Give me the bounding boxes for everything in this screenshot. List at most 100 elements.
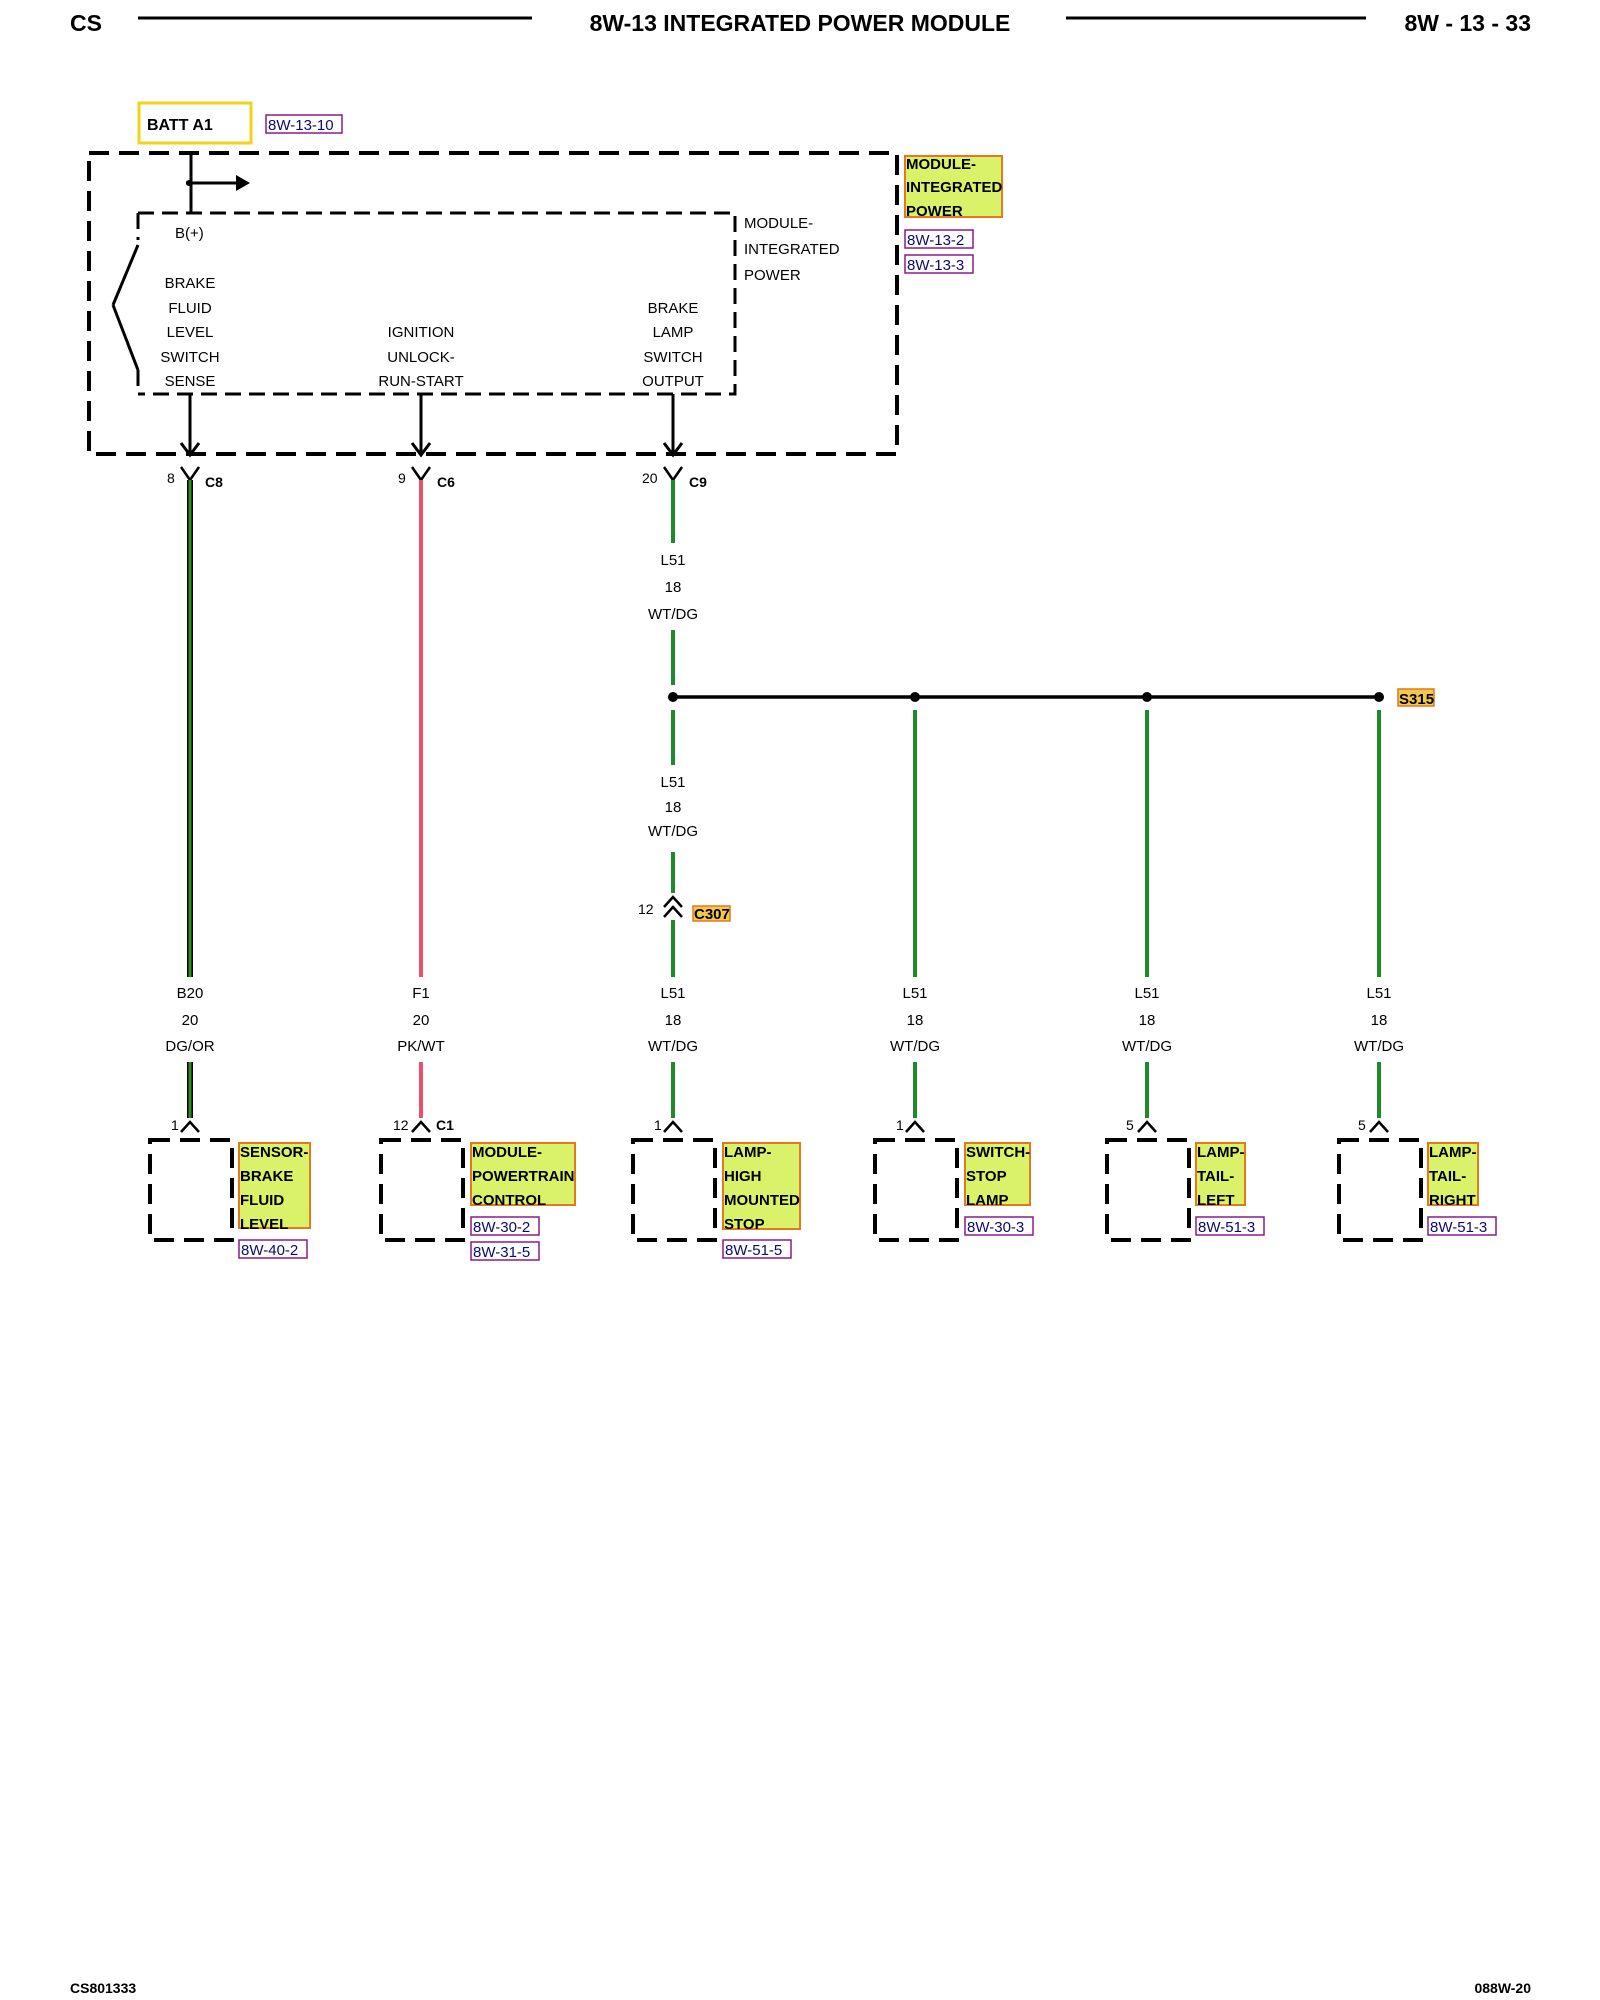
page-number: 8W - 13 - 33	[1404, 10, 1531, 36]
module-ref-1[interactable]: 8W-13-2	[907, 232, 964, 249]
bottom-wire-label-3: L51 18 WT/DG	[648, 985, 698, 1055]
module-inner-box	[138, 211, 737, 396]
module-outer-box	[87, 151, 899, 456]
module-integrated-power-tag[interactable]: MODULE- INTEGRATED POWER	[904, 155, 1003, 220]
svg-text:12: 12	[638, 901, 654, 917]
svg-text:MOUNTED: MOUNTED	[724, 1192, 800, 1209]
ref-8w-31-5[interactable]: 8W-31-5	[473, 1244, 530, 1261]
svg-text:F1: F1	[412, 985, 430, 1002]
component-switch-stop-lamp[interactable]: 1 SWITCH- STOP LAMP 8W-30-3	[873, 1117, 1034, 1242]
svg-text:18: 18	[907, 1012, 924, 1029]
splice-node-4	[1374, 692, 1384, 702]
header-left: CS	[70, 10, 102, 36]
svg-text:SWITCH-: SWITCH-	[966, 1144, 1030, 1161]
svg-text:8: 8	[167, 470, 175, 486]
bplus-arrow-head	[236, 175, 250, 191]
ref-8w-30-2[interactable]: 8W-30-2	[473, 1219, 530, 1236]
svg-text:L51: L51	[902, 985, 927, 1002]
svg-text:LEFT: LEFT	[1197, 1192, 1235, 1209]
page-title: 8W-13 INTEGRATED POWER MODULE	[590, 10, 1011, 36]
svg-text:SWITCH: SWITCH	[643, 349, 702, 366]
svg-text:IGNITION: IGNITION	[388, 324, 455, 341]
page-header: CS 8W-13 INTEGRATED POWER MODULE 8W - 13…	[70, 10, 1531, 36]
svg-text:MODULE-: MODULE-	[906, 156, 976, 173]
svg-text:WT/DG: WT/DG	[1122, 1038, 1172, 1055]
svg-text:POWER: POWER	[744, 267, 801, 284]
svg-text:1: 1	[896, 1117, 904, 1133]
circuit-brake-lamp-label: BRAKE LAMP SWITCH OUTPUT	[642, 300, 704, 390]
component-module-powertrain-control[interactable]: 12 C1 MODULE- POWERTRAIN CONTROL 8W-30-2…	[379, 1117, 576, 1261]
svg-text:C1: C1	[436, 1117, 454, 1133]
svg-text:MODULE-: MODULE-	[472, 1144, 542, 1161]
footer-right: 088W-20	[1474, 1980, 1531, 1996]
svg-text:9: 9	[398, 470, 406, 486]
ref-8w-40-2[interactable]: 8W-40-2	[241, 1242, 298, 1259]
bottom-wire-label-1: B20 20 DG/OR	[165, 985, 214, 1055]
component-lamp-high-mounted-stop[interactable]: 1 LAMP- HIGH MOUNTED STOP 8W-51-5	[631, 1117, 801, 1259]
svg-text:12: 12	[393, 1117, 409, 1133]
svg-text:1: 1	[654, 1117, 662, 1133]
bplus-node	[186, 180, 192, 186]
batt-a1-label: BATT A1	[147, 117, 213, 134]
splice-s315-tag[interactable]: S315	[1397, 688, 1435, 708]
connector-c6[interactable]: 9 C6	[398, 466, 455, 490]
svg-text:S315: S315	[1399, 691, 1434, 708]
splice-node-3	[1142, 692, 1152, 702]
connector-c8[interactable]: 8 C8	[167, 466, 223, 490]
svg-text:UNLOCK-: UNLOCK-	[387, 349, 455, 366]
svg-text:SENSOR-: SENSOR-	[240, 1144, 308, 1161]
batt-ref-box[interactable]	[265, 114, 343, 134]
ref-8w-51-3-right[interactable]: 8W-51-3	[1430, 1219, 1487, 1236]
svg-text:L51: L51	[660, 985, 685, 1002]
svg-text:HIGH: HIGH	[724, 1168, 762, 1185]
svg-text:5: 5	[1126, 1117, 1134, 1133]
svg-text:18: 18	[1371, 1012, 1388, 1029]
component-lamp-tail-left[interactable]: 5 LAMP- TAIL- LEFT 8W-51-3	[1105, 1117, 1265, 1242]
module-ref-box-1[interactable]	[904, 229, 974, 249]
svg-text:LEVEL: LEVEL	[167, 324, 214, 341]
component-sensor-brake-fluid-level[interactable]: 1 SENSOR- BRAKE FLUID LEVEL 8W-40-2	[148, 1117, 311, 1259]
svg-text:LAMP-: LAMP-	[1429, 1144, 1477, 1161]
bottom-wire-label-5: L51 18 WT/DG	[1122, 985, 1172, 1055]
svg-text:LAMP: LAMP	[653, 324, 694, 341]
svg-text:5: 5	[1358, 1117, 1366, 1133]
ref-8w-51-3-left[interactable]: 8W-51-3	[1198, 1219, 1255, 1236]
batt-a1-box[interactable]	[137, 101, 253, 145]
svg-text:LAMP-: LAMP-	[724, 1144, 772, 1161]
svg-text:SENSE: SENSE	[165, 373, 216, 390]
footer-left: CS801333	[70, 1980, 136, 1996]
svg-text:WT/DG: WT/DG	[1354, 1038, 1404, 1055]
svg-text:SWITCH: SWITCH	[160, 349, 219, 366]
svg-text:18: 18	[665, 799, 682, 816]
svg-text:WT/DG: WT/DG	[890, 1038, 940, 1055]
circuit-brake-fluid-label: BRAKE FLUID LEVEL SWITCH SENSE	[160, 275, 219, 390]
module-ref-box-2[interactable]	[904, 254, 974, 274]
svg-text:18: 18	[665, 579, 682, 596]
module-ref-2[interactable]: 8W-13-3	[907, 257, 964, 274]
svg-text:POWERTRAIN: POWERTRAIN	[472, 1168, 575, 1185]
connector-c307[interactable]: 12 C307	[638, 895, 731, 923]
circuit-ignition-label: IGNITION UNLOCK- RUN-START	[378, 324, 463, 390]
batt-ref[interactable]: 8W-13-10	[268, 117, 334, 134]
svg-text:C6: C6	[437, 474, 455, 490]
svg-text:C307: C307	[694, 906, 730, 923]
svg-text:18: 18	[1139, 1012, 1156, 1029]
svg-text:WT/DG: WT/DG	[648, 1038, 698, 1055]
splice-node-1	[668, 692, 678, 702]
svg-text:B20: B20	[177, 985, 204, 1002]
switch-icon	[111, 244, 140, 306]
svg-text:LEVEL: LEVEL	[240, 1216, 288, 1233]
svg-text:STOP: STOP	[724, 1216, 765, 1233]
svg-text:TAIL-: TAIL-	[1197, 1168, 1234, 1185]
component-lamp-tail-right[interactable]: 5 LAMP- TAIL- RIGHT 8W-51-3	[1337, 1117, 1497, 1242]
bottom-wire-label-4: L51 18 WT/DG	[890, 985, 940, 1055]
svg-text:L51: L51	[660, 552, 685, 569]
ref-8w-51-5[interactable]: 8W-51-5	[725, 1242, 782, 1259]
svg-text:BRAKE: BRAKE	[648, 300, 699, 317]
ref-8w-30-3[interactable]: 8W-30-3	[967, 1219, 1024, 1236]
bplus-label: B(+)	[175, 225, 204, 242]
svg-text:LAMP-: LAMP-	[1197, 1144, 1245, 1161]
bottom-wire-label-2: F1 20 PK/WT	[397, 985, 445, 1055]
bottom-wire-label-6: L51 18 WT/DG	[1354, 985, 1404, 1055]
